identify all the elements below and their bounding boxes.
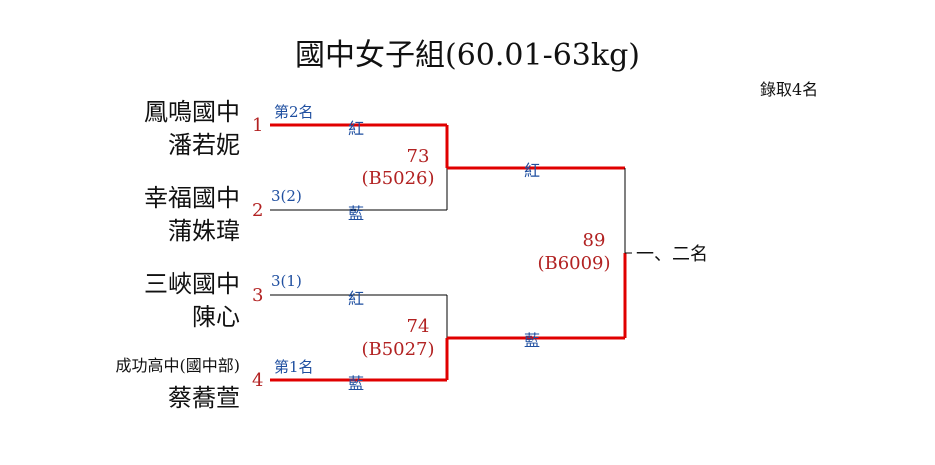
p4-corner: 藍 [348,374,365,393]
p2-name: 蒲姝瑋 [168,217,240,245]
p3-school: 三峽國中 [144,270,240,298]
p3-name: 陳心 [192,303,240,331]
match-74-code: (B5027) [361,339,435,360]
qualify-note: 錄取4名 [760,80,819,99]
p1-corner: 紅 [348,119,365,138]
p3-seed: 3 [252,285,264,306]
page-title: 國中女子組(60.01-63kg) [295,38,640,73]
match-89-code: (B6009) [537,253,611,274]
p1-school: 鳳鳴國中 [144,98,240,126]
p4-seed: 4 [252,370,264,391]
p2-rank: 3(2) [271,187,302,205]
match-89-number: 89 [582,230,606,251]
match-73-code: (B5026) [361,168,435,189]
final-result-label: 一、二名 [636,244,708,265]
match-74-winner-corner: 藍 [524,331,541,350]
p3-corner: 紅 [348,289,365,308]
p4-name: 蔡蕎萱 [168,384,240,412]
match-73-winner-corner: 紅 [524,161,541,180]
p1-rank: 第2名 [274,103,314,121]
p2-seed: 2 [252,200,264,221]
p1-seed: 1 [252,115,264,136]
p3-rank: 3(1) [271,272,302,290]
p2-school: 幸福國中 [144,184,240,212]
p2-corner: 藍 [348,204,365,223]
match-73-number: 73 [406,146,430,167]
p1-name: 潘若妮 [168,131,240,159]
match-74-number: 74 [406,316,430,337]
p4-rank: 第1名 [274,358,314,376]
p4-school: 成功高中(國中部) [115,356,241,375]
